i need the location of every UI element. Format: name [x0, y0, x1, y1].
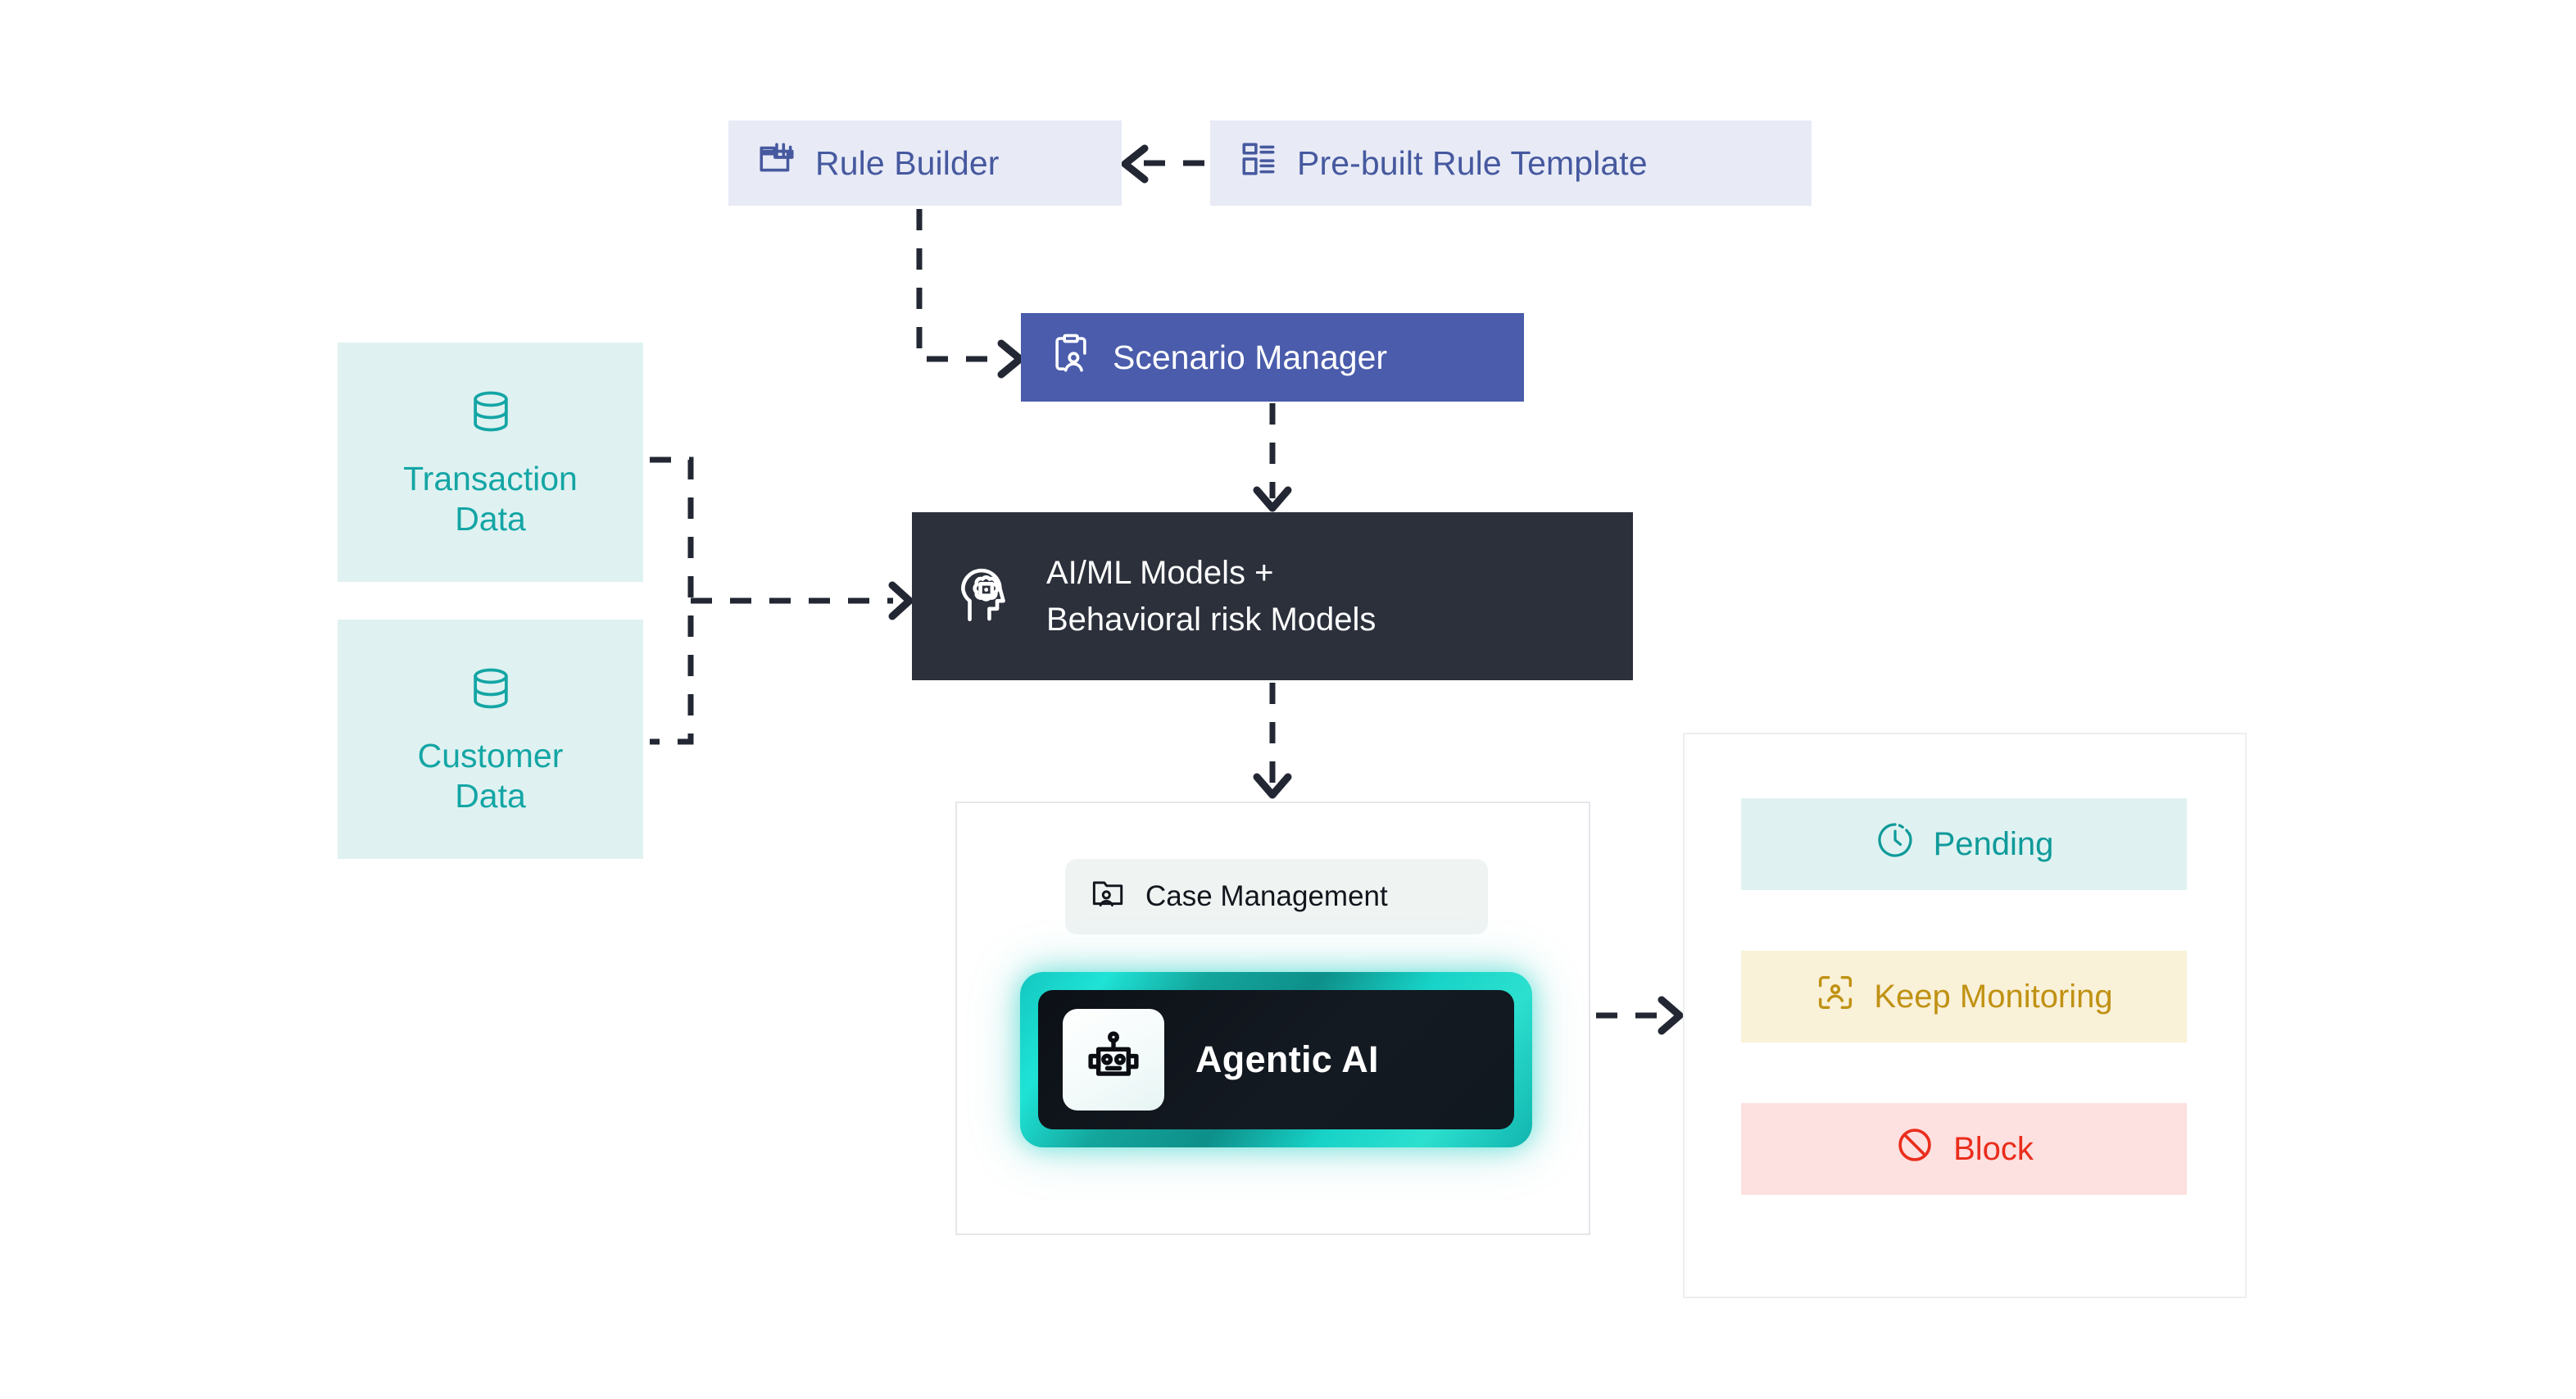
agentic-ai-label: Agentic AI	[1195, 1038, 1379, 1080]
transaction-data-line-1: Transaction	[403, 460, 578, 498]
aiml-line-2: Behavioral risk Models	[1046, 601, 1376, 638]
rule-builder-icon	[756, 139, 797, 188]
prebuilt-rule-template-label: Pre-built Rule Template	[1297, 143, 1648, 182]
robot-icon	[1063, 1009, 1164, 1111]
database-icon	[465, 386, 516, 441]
arrowhead-to-aiml-left	[888, 581, 914, 620]
decision-chip-pending-label: Pending	[1933, 825, 2054, 862]
prebuilt-rule-template-node[interactable]: Pre-built Rule Template	[1210, 120, 1812, 206]
arrowhead-to-decisions	[1658, 996, 1684, 1035]
clipboard-user-icon	[1049, 331, 1093, 384]
rule-builder-label: Rule Builder	[815, 143, 1000, 182]
decision-chip-pending[interactable]: Pending	[1741, 798, 2187, 890]
transaction-data-node[interactable]: Transaction Data	[338, 343, 643, 582]
folder-user-icon	[1090, 874, 1127, 920]
decision-chip-block-label: Block	[1953, 1130, 2034, 1167]
decision-chip-block[interactable]: Block	[1741, 1103, 2187, 1195]
transaction-data-line-2: Data	[455, 499, 526, 538]
agentic-ai-inner: Agentic AI	[1038, 990, 1514, 1129]
customer-data-label: Customer Data	[418, 736, 564, 815]
clock-dashed-icon	[1875, 820, 1916, 869]
decision-chip-keep-monitoring-label: Keep Monitoring	[1874, 978, 2113, 1015]
prohibited-icon	[1894, 1124, 1935, 1174]
arrowhead-to-scenario	[997, 339, 1024, 379]
decision-chip-keep-monitoring[interactable]: Keep Monitoring	[1741, 951, 2187, 1042]
customer-data-line-1: Customer	[417, 737, 564, 775]
head-brain-ai-icon	[951, 561, 1018, 632]
scenario-manager-node[interactable]: Scenario Manager	[1021, 313, 1524, 402]
aiml-models-node[interactable]: AI/ML Models + Behavioral risk Models	[912, 512, 1633, 680]
arrowhead-to-aiml-top	[1253, 486, 1292, 512]
conn-rulebuilder-to-scenario	[916, 209, 1002, 362]
customer-data-line-2: Data	[455, 776, 526, 815]
agentic-ai-node[interactable]: Agentic AI	[1020, 972, 1532, 1147]
template-list-icon	[1238, 139, 1279, 188]
transaction-data-label: Transaction Data	[403, 459, 578, 538]
database-icon	[465, 663, 516, 718]
scenario-manager-label: Scenario Manager	[1113, 338, 1388, 376]
customer-data-node[interactable]: Customer Data	[338, 620, 643, 859]
case-management-label: Case Management	[1145, 880, 1388, 912]
rule-builder-node[interactable]: Rule Builder	[728, 120, 1122, 206]
aiml-models-label: AI/ML Models + Behavioral risk Models	[1046, 550, 1376, 643]
arrowhead-to-case	[1253, 773, 1292, 799]
case-management-node[interactable]: Case Management	[1065, 859, 1488, 934]
arrowhead-to-rulebuilder	[1121, 144, 1149, 184]
user-scan-icon	[1815, 972, 1856, 1021]
conn-data-bracket	[650, 456, 694, 745]
aiml-line-1: AI/ML Models +	[1046, 554, 1274, 591]
